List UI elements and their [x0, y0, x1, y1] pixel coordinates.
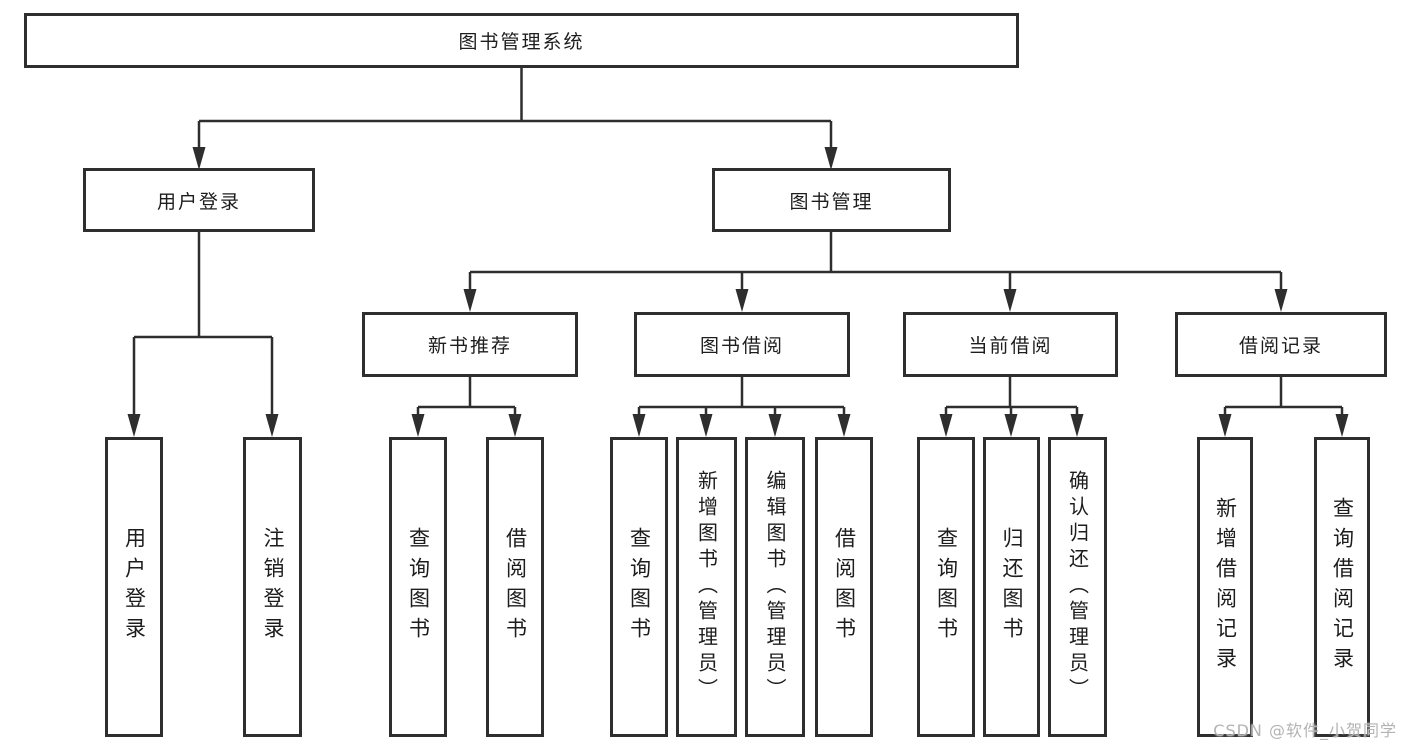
node-book-borrow: 图书借阅 [634, 312, 850, 377]
leaf-current-confirm-return-admin: 确认归还（管理员） [1048, 437, 1107, 737]
leaf-newbook-query-books: 查询图书 [389, 437, 447, 737]
leaf-current-return-books: 归还图书 [983, 437, 1040, 737]
node-book-management: 图书管理 [712, 168, 951, 232]
leaf-newbook-borrow-books: 借阅图书 [486, 437, 544, 737]
leaf-borrow-edit-books-admin: 编辑图书（管理员） [745, 437, 805, 737]
leaf-borrow-query-books: 查询图书 [610, 437, 668, 737]
leaf-records-query-record: 查询借阅记录 [1314, 437, 1370, 737]
leaf-logout: 注销登录 [243, 437, 302, 737]
leaf-records-add-record: 新增借阅记录 [1197, 437, 1253, 737]
node-borrow-records: 借阅记录 [1175, 312, 1387, 377]
leaf-borrow-add-books-admin: 新增图书（管理员） [676, 437, 737, 737]
node-root: 图书管理系统 [24, 13, 1019, 68]
leaf-user-login: 用户登录 [105, 437, 163, 737]
node-user-login-branch: 用户登录 [83, 168, 315, 232]
arrowheads [127, 147, 1349, 437]
leaf-borrow-borrow-books: 借阅图书 [815, 437, 873, 737]
leaf-current-query-books: 查询图书 [917, 437, 975, 737]
node-current-borrow: 当前借阅 [903, 312, 1118, 377]
watermark: CSDN @软件_小贺同学 [1213, 721, 1397, 740]
node-new-book-recommend: 新书推荐 [362, 312, 578, 377]
